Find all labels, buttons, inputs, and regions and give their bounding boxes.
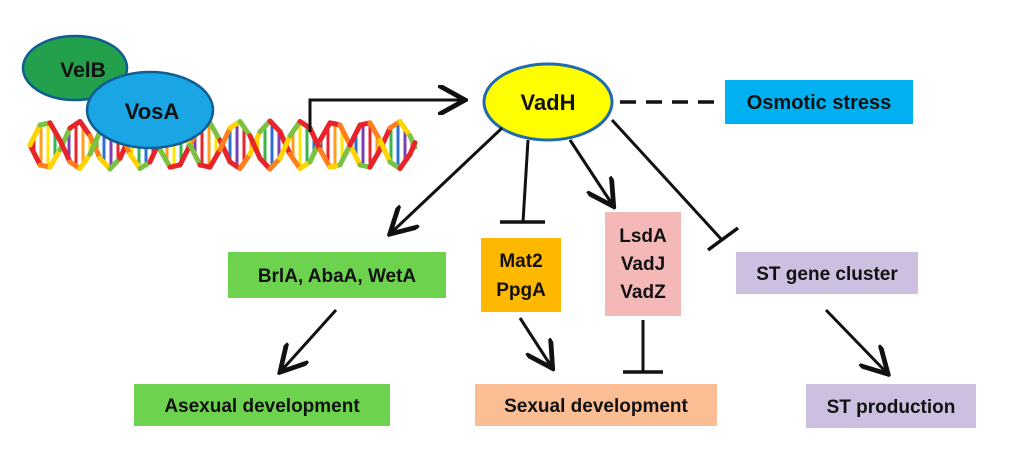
mat2-to-sexual-arrow	[518, 317, 551, 366]
lsda-vadj-vadz-box	[605, 212, 681, 316]
mat2-ppga-box	[481, 238, 561, 312]
osmotic-stress-label: Osmotic stress	[747, 92, 892, 114]
vosa-label: VosA	[125, 99, 180, 124]
dna-strand-segment	[307, 125, 323, 153]
dna-strand-segment	[57, 137, 73, 165]
dna-strand-segment	[377, 137, 393, 165]
dna-strand-segment	[317, 120, 333, 143]
dna-strand-segment	[277, 133, 293, 161]
brla-abaa-weta-box	[228, 252, 446, 298]
dna-strand-segment	[247, 133, 263, 161]
ppga-label: PpgA	[496, 280, 546, 301]
dna-strand-segment	[367, 147, 383, 170]
dna-strand-segment	[207, 120, 223, 143]
osmotic-stress-box	[725, 80, 913, 124]
dna-helix-icon	[27, 118, 418, 172]
dna-strand-segment	[27, 142, 43, 168]
mat2-label: Mat2	[499, 251, 542, 272]
vadh-inhibits-mat2	[521, 139, 530, 223]
dna-strand-segment	[337, 122, 353, 148]
vadh-to-brla-arrow	[392, 126, 504, 232]
st-gene-cluster-label: ST gene cluster	[756, 264, 898, 285]
vadh-inhibits-st	[610, 118, 724, 242]
dna-strand-segment	[397, 118, 413, 139]
dna-strand-segment	[87, 129, 103, 157]
dna-strand-segment	[317, 147, 333, 170]
dna-strand-segment	[47, 147, 63, 170]
brla-to-asexual-arrow	[282, 308, 338, 370]
vadh-to-lsda-arrow	[568, 139, 612, 204]
vadj-label: VadJ	[621, 254, 665, 275]
vosa-protein	[85, 70, 215, 150]
dna-strand-segment	[207, 147, 223, 170]
st-production-label: ST production	[827, 397, 956, 418]
lsda-label: LsdA	[619, 226, 667, 247]
st-gene-cluster-box	[736, 252, 918, 294]
dna-strand-segment	[157, 147, 173, 170]
vadh-label: VadH	[520, 90, 575, 115]
asexual-development-box	[134, 384, 390, 426]
dna-strand-segment	[337, 142, 353, 168]
dna-strand-segment	[27, 122, 43, 148]
dna-strand-segment	[287, 151, 303, 172]
st-production-box	[806, 384, 976, 428]
sexual-development-box	[475, 384, 717, 426]
dna-strand-segment	[47, 120, 63, 143]
asexual-development-label: Asexual development	[164, 396, 360, 417]
velb-label: VelB	[60, 59, 106, 82]
transcription-arrow	[308, 100, 462, 132]
dna-strand-segment	[347, 142, 363, 168]
dna-strand-segment	[407, 140, 418, 157]
dna-strand-segment	[187, 142, 203, 168]
dna-strand-segment	[237, 118, 253, 139]
vadz-label: VadZ	[620, 282, 666, 303]
dna-strand-segment	[347, 122, 363, 148]
dna-strand-segment	[127, 151, 143, 172]
st-inhibition-bar	[706, 226, 740, 252]
brla-abaa-weta-label: BrlA, AbaA, WetA	[258, 266, 417, 287]
dna-strand-segment	[217, 125, 233, 153]
dna-strand-segment	[287, 118, 303, 139]
vadh-protein	[482, 62, 614, 142]
dna-strand-segment	[237, 151, 253, 172]
sexual-development-label: Sexual development	[504, 396, 688, 417]
dna-strand-segment	[367, 120, 383, 143]
dna-strand-segment	[177, 142, 193, 168]
st-to-production-arrow	[824, 308, 886, 372]
dna-strand-segment	[77, 118, 93, 139]
dna-strand-segment	[77, 151, 93, 172]
velb-protein	[21, 34, 129, 102]
dna-strand-segment	[397, 151, 413, 172]
